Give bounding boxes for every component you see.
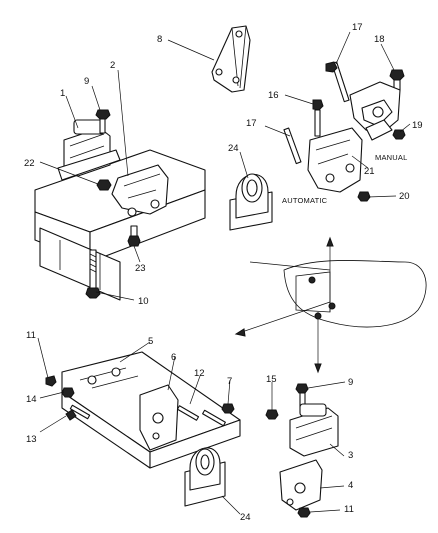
label-automatic: AUTOMATIC xyxy=(282,196,328,205)
callout-3: 3 xyxy=(348,450,353,461)
bolt-part-17-lower xyxy=(283,127,302,165)
manual-mount-bracket xyxy=(349,81,401,141)
bracket-part-6 xyxy=(139,384,179,451)
callout-7: 7 xyxy=(227,376,232,387)
callout-4: 4 xyxy=(348,480,353,491)
callout-2: 2 xyxy=(110,60,115,71)
callout-24-upper: 24 xyxy=(228,143,239,154)
engine-mount-part-1 xyxy=(57,119,121,181)
callout-15: 15 xyxy=(266,374,277,385)
callout-17-upper: 17 xyxy=(352,22,363,33)
bracket-part-4 xyxy=(279,459,323,511)
callout-12: 12 xyxy=(194,368,205,379)
callout-24-lower: 24 xyxy=(240,512,251,523)
engine-mount-part-3 xyxy=(289,403,339,457)
callout-20: 20 xyxy=(399,191,410,202)
bolt-part-10 xyxy=(85,249,101,299)
bolt-part-16 xyxy=(312,99,324,137)
bolt-part-20 xyxy=(357,191,371,202)
bolt-part-7 xyxy=(202,403,235,427)
nut-part-22 xyxy=(96,179,112,191)
callout-10: 10 xyxy=(138,296,149,307)
automatic-mount-bracket-21 xyxy=(307,127,363,193)
callout-23: 23 xyxy=(135,263,146,274)
bolt-part-11-lower-left xyxy=(45,375,57,387)
bolt-part-13 xyxy=(65,404,91,421)
bolt-part-19 xyxy=(392,129,406,140)
callout-16: 16 xyxy=(268,90,279,101)
bolt-part-14 xyxy=(61,387,75,398)
callout-19: 19 xyxy=(412,120,423,131)
callout-17-lower: 17 xyxy=(246,118,257,129)
callout-6: 6 xyxy=(171,352,176,363)
callout-14: 14 xyxy=(26,394,37,405)
callout-9-lower: 9 xyxy=(348,377,353,388)
callout-22: 22 xyxy=(24,158,35,169)
label-manual: MANUAL xyxy=(375,153,407,162)
insulator-part-24-upper xyxy=(229,173,273,231)
insulator-part-24-lower xyxy=(184,447,226,507)
callout-18: 18 xyxy=(374,34,385,45)
callout-21: 21 xyxy=(364,166,375,177)
bolt-part-11-lower-right xyxy=(297,507,311,518)
callout-9-upper: 9 xyxy=(84,76,89,87)
bolt-part-23 xyxy=(127,225,141,247)
bolt-part-17-upper xyxy=(325,61,350,103)
callout-8: 8 xyxy=(157,34,162,45)
leader-lines xyxy=(37,31,411,515)
callout-1: 1 xyxy=(60,88,65,99)
callout-11-right: 11 xyxy=(344,504,354,515)
frame-rail-upper xyxy=(34,149,206,301)
callout-5: 5 xyxy=(148,336,153,347)
bolt-part-15 xyxy=(265,409,279,420)
engine-outline-view xyxy=(234,236,427,374)
callout-11-left: 11 xyxy=(26,330,36,341)
bolt-part-9-upper xyxy=(95,109,111,134)
bracket-part-8 xyxy=(211,25,251,93)
bolt-part-12 xyxy=(176,405,200,421)
callout-13: 13 xyxy=(26,434,37,445)
